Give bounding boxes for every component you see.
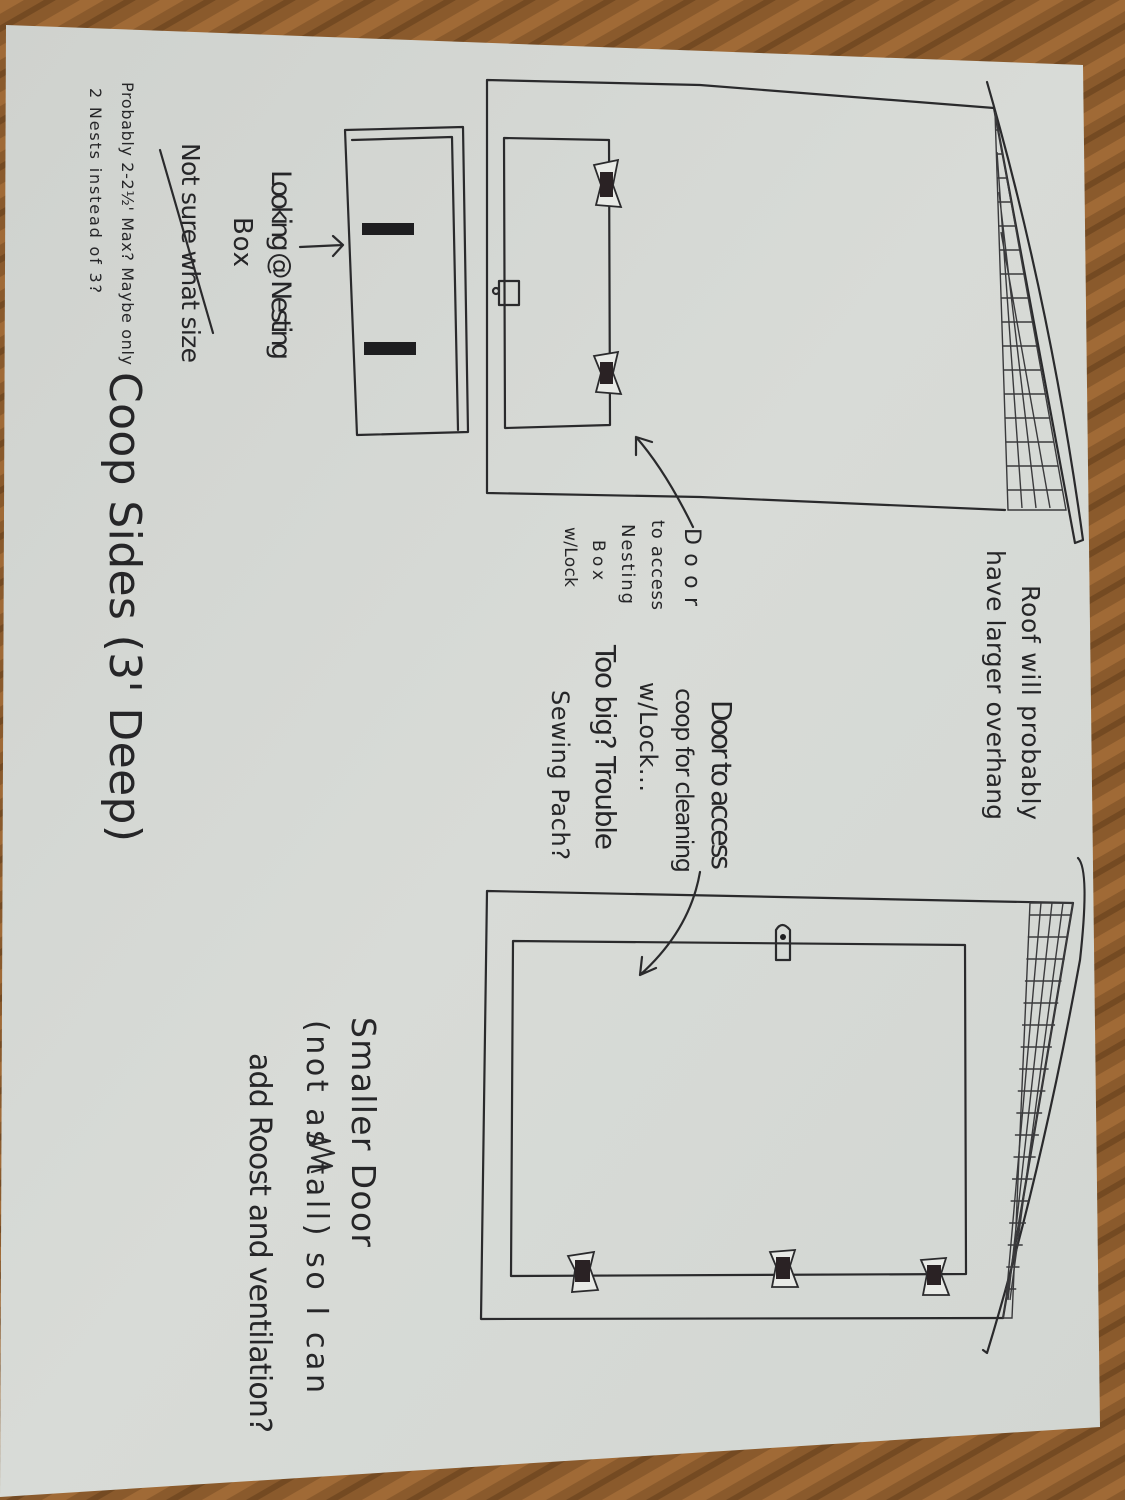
top-roof-overhang (985, 80, 1085, 545)
cleaning-access-door (509, 939, 968, 1278)
cleaning-door-arrow (638, 870, 702, 977)
top-wall-outline (485, 78, 1007, 512)
top-coop-side-drawing (485, 78, 1085, 977)
nesting-box-drawing (298, 125, 470, 437)
nest-door-note: Door to access Nesting Box w/Lock (560, 520, 704, 610)
nest-note-line: to access (647, 520, 668, 610)
nest-door-hinge (592, 158, 623, 209)
nest-divider (364, 342, 416, 355)
nest-divider (362, 223, 414, 235)
nesting-box-arrow (298, 234, 345, 258)
cleaning-note-line: w/Lock... (634, 682, 662, 792)
scribbled-out-word (306, 1133, 336, 1174)
cleaning-door-hinge (919, 1256, 951, 1296)
nest-door-arrow (634, 435, 695, 529)
nest-note-line: Nesting (617, 524, 638, 604)
nest-door-lock-icon (491, 279, 521, 307)
cleaning-door-hinge (768, 1248, 800, 1288)
nest-access-door (502, 136, 612, 430)
nesting-box-front-edge (350, 135, 460, 432)
nesting-detail-line: Probably 2-2½' Max? Maybe only (118, 82, 137, 365)
smaller-door-line: (not as tall) so I can (299, 1020, 334, 1393)
roof-note-line: Roof will probably (1016, 585, 1045, 820)
cleaning-note-line: Door to access (705, 700, 738, 870)
cleaning-note-line: coop for cleaning (670, 688, 698, 873)
cleaning-door-note: Door to access coop for cleaning w/Lock.… (546, 644, 738, 873)
roof-note-line: have larger overhang (981, 550, 1010, 820)
cleaning-note-line: Sewing Pach? (546, 690, 574, 860)
question-underline (158, 148, 215, 335)
roof-note: Roof will probably have larger overhang (981, 550, 1045, 820)
nest-note-line: Box (588, 540, 608, 580)
paper-sheet (0, 25, 1100, 1497)
smaller-door-line: add Roost and ventilation? (242, 1053, 277, 1433)
top-roof-mesh (994, 111, 1067, 511)
nesting-label-line: Looking @ Nesting (265, 170, 296, 360)
nesting-detail-line: 2 Nests instead of 3? (86, 88, 105, 293)
nesting-box-outline (343, 125, 470, 437)
cleaning-note-line: Too big? Trouble (589, 644, 622, 850)
cleaning-door-hinge (566, 1250, 600, 1293)
smaller-door-line: Smaller Door (344, 1017, 383, 1247)
bottom-roof-mesh (1002, 902, 1074, 1319)
nest-door-hinge (592, 350, 623, 396)
bottom-coop-side-drawing (479, 856, 1086, 1355)
bottom-wall-outline (479, 889, 1075, 1321)
nest-note-line: w/Lock (560, 527, 580, 587)
nesting-box-notes: Looking @ Nesting Box Not sure what size… (86, 82, 296, 365)
sheet-title: Coop Sides (3' Deep) (99, 372, 150, 842)
cleaning-door-lock-icon (774, 923, 792, 962)
nesting-label-line: Box (227, 217, 257, 267)
